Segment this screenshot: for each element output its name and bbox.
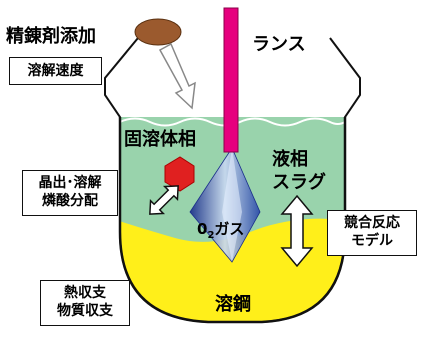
dissolution-rate-box: 溶解速度 (9, 57, 102, 85)
crystallize-double-arrow (149, 185, 179, 215)
liquid-slag-label-2: スラグ (272, 172, 326, 193)
molten-steel-label: 溶鋼 (215, 294, 251, 315)
competing-reaction-box: 競合反応 モデル (327, 210, 417, 256)
crystallization-box: 晶出･溶解 燐酸分配 (22, 170, 118, 216)
competing-double-arrow (280, 194, 314, 268)
oxygen-jet (189, 147, 261, 263)
flux-particle (134, 18, 182, 46)
oxygen-gas-label: 02ガス (197, 220, 245, 241)
liquid-slag-label-1: 液相 (272, 149, 308, 170)
flux-addition-label: 精錬剤添加 (6, 26, 96, 47)
heat-mass-balance-box: 熱収支 物質収支 (40, 280, 130, 326)
flux-addition-arrow (158, 42, 196, 110)
solid-particle-hexagon (164, 156, 195, 192)
lance (223, 7, 239, 153)
solid-solution-phase-label: 固溶体相 (124, 129, 196, 150)
lance-label: ランス (252, 34, 306, 55)
